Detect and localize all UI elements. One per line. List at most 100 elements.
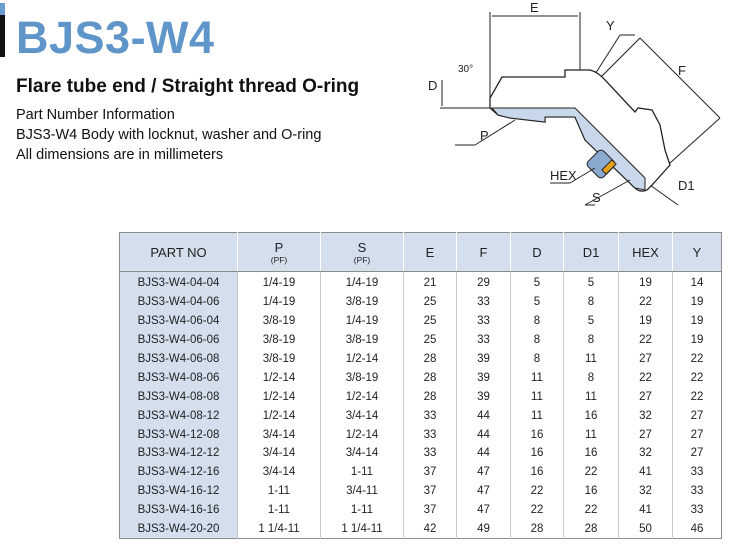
part-number-cell: BJS3-W4-08-12	[119, 406, 238, 426]
table-cell: 37	[403, 462, 457, 482]
part-number-cell: BJS3-W4-06-04	[119, 311, 238, 331]
dim-label-s: S	[592, 190, 601, 205]
column-header-label: HEX	[632, 244, 659, 260]
table-cell: 11	[510, 406, 564, 426]
table-cell: 3/8-19	[320, 292, 404, 312]
dim-label-angle: 30°	[458, 64, 473, 75]
table-cell: 32	[618, 481, 673, 501]
table-cell: 27	[618, 425, 673, 445]
table-cell: 1/4-19	[237, 271, 321, 293]
dim-label-d1: D1	[678, 178, 695, 193]
table-cell: 19	[618, 271, 673, 293]
table-cell: 41	[618, 500, 673, 520]
column-header: D1	[563, 232, 619, 272]
oring-icon	[601, 159, 617, 175]
table-cell: 22	[672, 349, 722, 369]
info-line: BJS3-W4 Body with locknut, washer and O-…	[16, 127, 322, 143]
table-cell: 32	[618, 406, 673, 426]
table-cell: 3/8-19	[320, 330, 404, 350]
table-cell: 27	[618, 387, 673, 407]
fitting-diagram: E Y F D 30° P HEX S D1	[428, 0, 721, 206]
table-cell: 41	[618, 462, 673, 482]
table-cell: 46	[672, 519, 722, 539]
table-cell: 3/4-14	[237, 444, 321, 463]
table-cell: 5	[510, 292, 564, 312]
column-header: E	[403, 232, 457, 272]
table-cell: 22	[618, 368, 673, 388]
dim-label-e: E	[530, 0, 539, 15]
dim-label-d: D	[428, 78, 437, 93]
table-cell: 37	[403, 500, 457, 520]
table-cell: 33	[456, 292, 511, 312]
column-header: D	[510, 232, 564, 272]
product-title: BJS3-W4	[16, 12, 215, 63]
table-cell: 1/2-14	[237, 406, 321, 426]
table-cell: 3/4-14	[320, 444, 404, 463]
table-cell: 33	[672, 481, 722, 501]
table-cell: 33	[403, 444, 457, 463]
dim-label-f: F	[678, 63, 686, 78]
column-header: F	[456, 232, 511, 272]
column-header-label: E	[425, 244, 435, 260]
table-cell: 33	[456, 311, 511, 331]
table-cell: 1/4-19	[237, 292, 321, 312]
dim-label-p: P	[480, 128, 489, 143]
table-cell: 1/4-19	[320, 271, 404, 293]
table-cell: 33	[403, 425, 457, 445]
column-header-label: D1	[582, 244, 600, 260]
part-number-cell: BJS3-W4-12-12	[119, 444, 238, 463]
table-cell: 1/2-14	[237, 387, 321, 407]
table-cell: 39	[456, 368, 511, 388]
column-header-label: F	[479, 244, 488, 260]
table-cell: 11	[563, 349, 619, 369]
column-header: Y	[672, 232, 722, 272]
table-cell: 1/2-14	[320, 349, 404, 369]
part-number-cell: BJS3-W4-08-06	[119, 368, 238, 388]
table-cell: 8	[563, 330, 619, 350]
part-number-cell: BJS3-W4-12-08	[119, 425, 238, 445]
table-cell: 16	[510, 462, 564, 482]
table-cell: 16	[563, 406, 619, 426]
table-cell: 44	[456, 444, 511, 463]
table-cell: 3/4-14	[237, 425, 321, 445]
table-cell: 22	[563, 462, 619, 482]
column-header-label: S	[357, 239, 367, 255]
table-cell: 49	[456, 519, 511, 539]
table-cell: 11	[510, 387, 564, 407]
table-cell: 39	[456, 387, 511, 407]
table-cell: 3/4-14	[320, 406, 404, 426]
table-cell: 16	[563, 444, 619, 463]
table-cell: 11	[563, 425, 619, 445]
table-cell: 3/8-19	[320, 368, 404, 388]
table-cell: 1-11	[237, 481, 321, 501]
table-cell: 28	[403, 349, 457, 369]
table-cell: 1-11	[237, 500, 321, 520]
table-cell: 27	[672, 406, 722, 426]
dim-label-hex: HEX	[550, 168, 577, 183]
info-line: All dimensions are in millimeters	[16, 147, 224, 163]
table-cell: 29	[456, 271, 511, 293]
table-cell: 21	[403, 271, 457, 293]
column-header-unit: (PF)	[270, 254, 288, 265]
table-cell: 19	[672, 311, 722, 331]
product-subtitle: Flare tube end / Straight thread O-ring	[16, 76, 360, 97]
table-cell: 28	[403, 368, 457, 388]
column-header: HEX	[618, 232, 673, 272]
part-number-cell: BJS3-W4-12-16	[119, 462, 238, 482]
table-cell: 25	[403, 330, 457, 350]
table-cell: 25	[403, 311, 457, 331]
table-cell: 33	[672, 462, 722, 482]
table-cell: 25	[403, 292, 457, 312]
table-cell: 19	[672, 292, 722, 312]
table-cell: 44	[456, 425, 511, 445]
